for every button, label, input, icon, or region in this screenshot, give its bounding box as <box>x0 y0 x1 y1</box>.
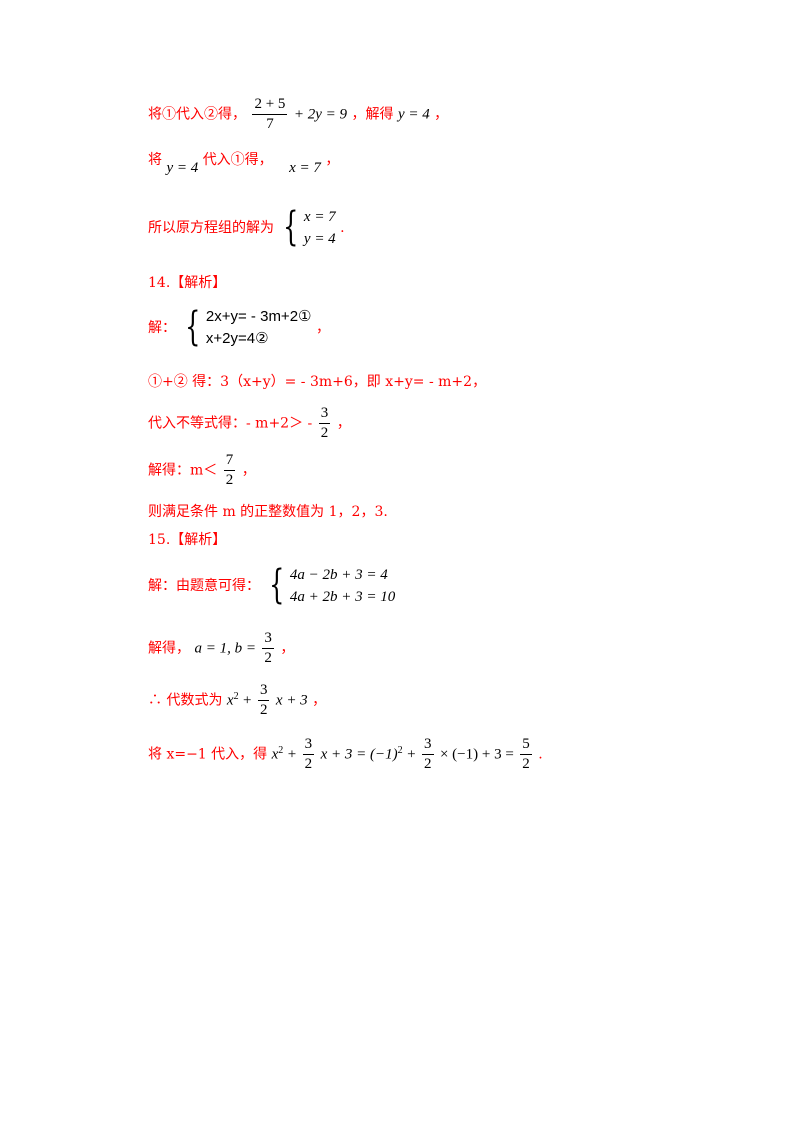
exponent: 2 <box>397 744 403 756</box>
fraction: 5 2 <box>520 736 532 773</box>
text: 将 <box>148 152 162 168</box>
numerator: 3 <box>257 682 270 701</box>
solution-line: 所以原方程组的解为 { x = 7 y = 4 . <box>148 204 345 252</box>
result-line: 解得， a = 1, b = 3 2 ， <box>148 630 294 667</box>
fraction: 3 2 <box>257 682 270 719</box>
text: 解：由题意可得： <box>148 578 260 594</box>
fraction: 3 2 <box>318 405 331 442</box>
variable: x <box>226 692 234 709</box>
exponent: 2 <box>233 690 239 702</box>
text: ， <box>315 320 330 336</box>
system-row: x+2y=4② <box>205 330 269 347</box>
denominator: 2 <box>225 472 234 488</box>
equation: x = 7 <box>289 160 321 176</box>
sum-line: ①+② 得：3（x+y）= - 3m+6，即 x+y= - m+2， <box>148 374 487 390</box>
numerator: 3 <box>422 736 434 755</box>
system-line: 解： { 2x+y= - 3m+2① x+2y=4② ， <box>148 304 330 352</box>
fraction: 3 2 <box>262 630 274 667</box>
brace-icon: { <box>269 562 285 608</box>
section-heading-14: 14.【解析】 <box>148 275 227 291</box>
substitution-line-1: 将①代入②得， 2 + 5 7 + 2y = 9 ，解得 y = 4 ， <box>148 96 448 133</box>
numerator: 3 <box>262 630 274 649</box>
equation-system: { x = 7 y = 4 <box>278 204 336 252</box>
operator: + <box>287 746 297 763</box>
numerator: 7 <box>223 452 236 471</box>
system-row: 2x+y= - 3m+2① <box>205 308 312 325</box>
fraction: 3 2 <box>422 736 434 773</box>
equation: y = 4 <box>166 160 199 176</box>
system-row: x = 7 <box>303 209 336 225</box>
text: ∴ 代数式为 <box>148 692 223 709</box>
numerator: 3 <box>318 405 331 424</box>
exponent: 2 <box>278 744 284 756</box>
text: 代入不等式得：- m+2＞ - <box>148 415 313 432</box>
system-line-2: 解：由题意可得： { 4a − 2b + 3 = 4 4a + 2b + 3 =… <box>148 562 395 610</box>
text: 所以原方程组的解为 <box>148 220 274 236</box>
solve-line: 解得：m＜ 7 2 ， <box>148 452 256 489</box>
text: ， <box>280 640 295 657</box>
text: . <box>538 746 543 763</box>
brace-icon: { <box>185 304 201 350</box>
text: ， <box>241 462 256 479</box>
variable: x <box>271 746 279 763</box>
operator: + <box>243 692 252 709</box>
inequality-line: 代入不等式得：- m+2＞ - 3 2 ， <box>148 405 351 442</box>
text: 代入①得， <box>202 152 273 168</box>
text: 将①代入②得， <box>148 106 246 123</box>
text: ，解得 <box>351 106 394 123</box>
numerator: 2 + 5 <box>252 96 288 115</box>
result: y = 4 <box>397 106 430 123</box>
expression: × (−1) + 3 = <box>439 746 514 763</box>
fraction: 2 + 5 7 <box>252 96 288 133</box>
text: 解得， <box>148 640 190 657</box>
denominator: 2 <box>424 756 432 772</box>
system-row: y = 4 <box>303 231 336 247</box>
section-heading-15: 15.【解析】 <box>148 532 227 548</box>
text: 解： <box>148 320 176 336</box>
denominator: 2 <box>259 702 268 718</box>
denominator: 2 <box>264 650 272 666</box>
denominator: 7 <box>266 116 274 132</box>
text: ， <box>336 415 351 432</box>
expression: x + 3 <box>275 692 308 709</box>
text: ， <box>312 692 327 709</box>
system-row: 4a + 2b + 3 = 10 <box>289 589 396 605</box>
text: 将 x=−1 代入，得 <box>148 746 268 763</box>
equation: + 2y = 9 <box>293 106 348 123</box>
denominator: 2 <box>522 756 530 772</box>
equation-system: { 2x+y= - 3m+2① x+2y=4② <box>180 304 312 352</box>
numerator: 5 <box>520 736 532 755</box>
denominator: 2 <box>320 425 329 441</box>
fraction: 7 2 <box>223 452 236 489</box>
equation-system: { 4a − 2b + 3 = 4 4a + 2b + 3 = 10 <box>264 562 396 610</box>
numerator: 3 <box>302 736 315 755</box>
text: ， <box>434 106 449 123</box>
denominator: 2 <box>304 756 313 772</box>
brace-icon: { <box>283 204 299 250</box>
substitution-line-2: 将 y = 4 代入①得， x = 7 ， <box>148 150 340 176</box>
conclusion-line: 则满足条件 m 的正整数值为 1，2，3. <box>148 504 388 520</box>
fraction: 3 2 <box>302 736 315 773</box>
equation: a = 1, b = <box>194 640 256 657</box>
expression: x + 3 = (−1) <box>320 746 398 763</box>
text: ， <box>325 152 340 168</box>
system-row: 4a − 2b + 3 = 4 <box>289 567 388 583</box>
text: . <box>340 220 345 236</box>
expression-line: ∴ 代数式为 x2 + 3 2 x + 3 ， <box>148 682 326 719</box>
evaluation-line: 将 x=−1 代入，得 x2 + 3 2 x + 3 = (−1)2 + 3 2… <box>148 736 543 773</box>
operator: + <box>407 746 416 763</box>
text: 解得：m＜ <box>148 462 218 479</box>
